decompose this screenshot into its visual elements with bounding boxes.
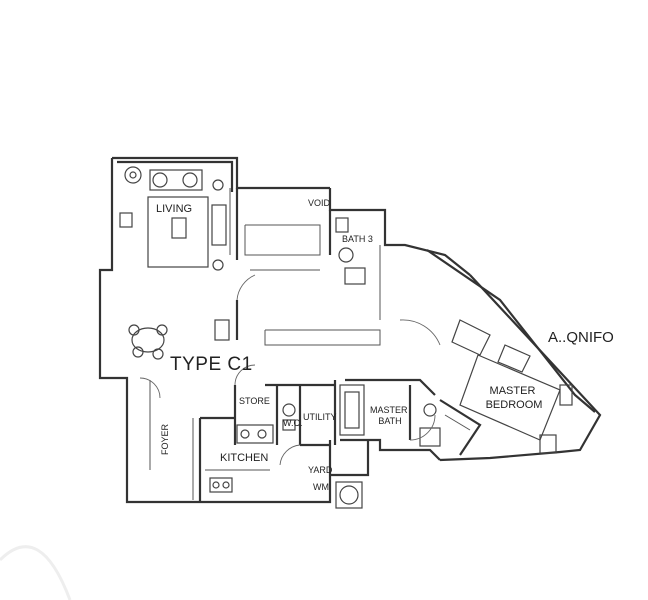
master-bath-fixtures	[339, 384, 471, 447]
yard-fixtures	[335, 481, 363, 509]
room-label-utility: UTILITY	[303, 412, 337, 422]
room-label-wc: W.C.	[283, 418, 303, 428]
watermark-text: A..QNIFO	[548, 329, 614, 346]
wc-fixtures	[282, 403, 296, 431]
doors	[139, 274, 441, 466]
room-label-foyer: FOYER	[160, 423, 170, 455]
unit-type-label: TYPE C1	[170, 354, 253, 375]
room-label-kitchen: KITCHEN	[220, 452, 268, 464]
master-bedroom-furniture	[451, 319, 573, 454]
interior-walls	[149, 188, 482, 502]
bath3-fixtures	[250, 217, 366, 285]
room-label-master-bedroom: MASTER BEDROOM	[486, 385, 543, 411]
kitchen-fixtures	[205, 424, 274, 493]
room-label-bath3: BATH 3	[342, 234, 373, 244]
scan-smudge	[0, 545, 72, 600]
room-label-living: LIVING	[156, 203, 192, 215]
dining-furniture	[128, 319, 230, 360]
living-furniture	[119, 166, 227, 271]
room-label-master-bath: MASTER BATH	[370, 405, 410, 426]
room-label-wm: WM	[313, 482, 329, 492]
room-label-void: VOID	[308, 198, 331, 208]
room-label-yard: YARD	[308, 465, 333, 475]
room-label-store: STORE	[239, 396, 270, 406]
